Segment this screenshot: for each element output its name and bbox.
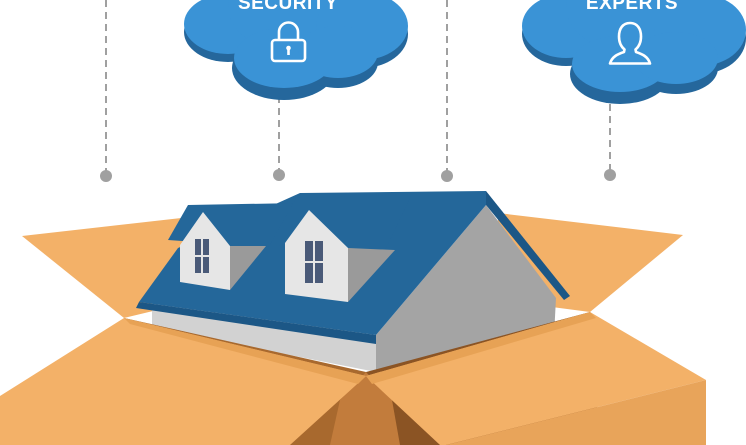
house-roof-eave-right [486, 191, 570, 300]
box-crease-left [124, 318, 366, 384]
experts-label: EXPERTS [586, 0, 678, 14]
padlock-icon [270, 21, 307, 63]
person-icon [608, 21, 652, 65]
experts-cloud: EXPERTS [522, 0, 746, 104]
dormer-right [270, 194, 412, 302]
security-label: SECURITY [238, 0, 338, 14]
box-front [0, 312, 706, 445]
security-cloud: SECURITY [184, 0, 408, 100]
connector-dot-3 [441, 170, 453, 182]
box-crease-right [366, 312, 596, 384]
security-cloud-body [184, 0, 408, 88]
box-flap-front-left [0, 318, 366, 445]
window-right [305, 241, 323, 283]
dormer-left [168, 203, 300, 290]
connector-dot-1 [100, 170, 112, 182]
box-side-panel [446, 380, 706, 445]
window-left [195, 239, 209, 273]
connector-lines [105, 0, 611, 172]
house [136, 191, 570, 372]
house-gable-wall [376, 205, 556, 372]
connector-dot-4 [604, 169, 616, 181]
connector-dots [100, 169, 616, 182]
house-roof-eave-front [136, 302, 376, 344]
box-flap-front-right [366, 312, 706, 445]
connector-dot-2 [273, 169, 285, 181]
